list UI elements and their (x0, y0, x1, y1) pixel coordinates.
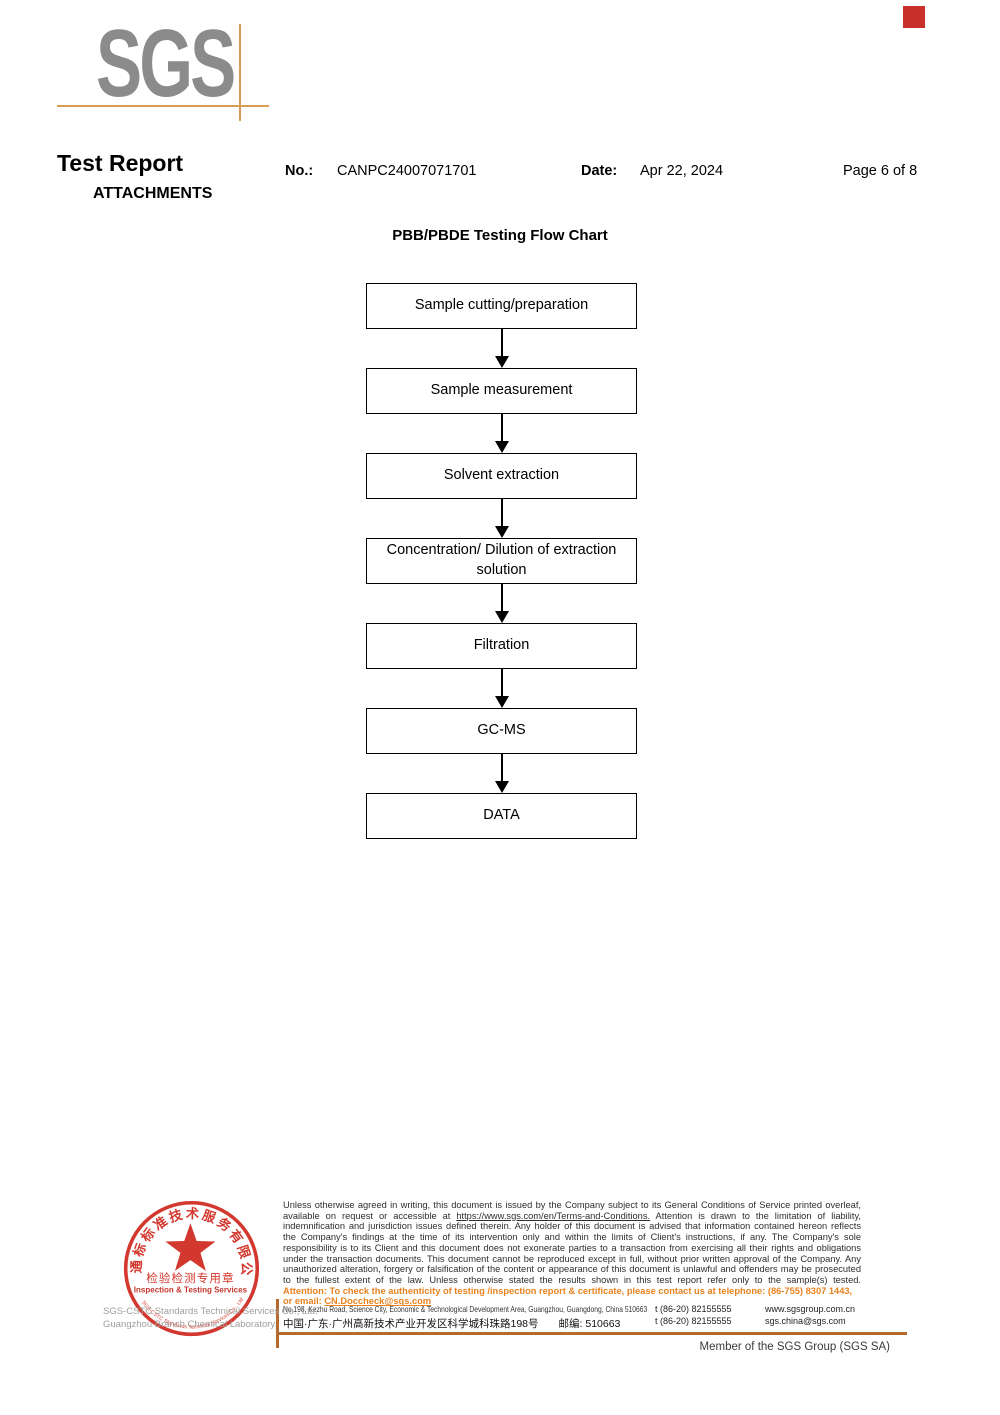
email-link[interactable]: sgs.china@sgs.com (765, 1316, 846, 1326)
date-value: Apr 22, 2024 (640, 163, 724, 179)
logo-crosshair-horizontal-line (57, 105, 269, 107)
legal-line2-post: Attention is drawn to the limitation of … (650, 1210, 861, 1221)
date-label: Date: (581, 163, 618, 179)
stamp-company-line2: Guangzhou Branch Chemical Laboratory. (103, 1319, 278, 1330)
attachments-label: ATTACHMENTS (93, 185, 213, 202)
flow-arrow-icon (494, 669, 509, 708)
page-number: Page 6 of 8 (843, 163, 918, 179)
website-link[interactable]: www.sgsgroup.com.cn (765, 1304, 856, 1314)
legal-line: unauthorized alteration, forgery or fals… (283, 1264, 861, 1275)
star-icon (165, 1223, 216, 1271)
flow-arrow-icon (494, 584, 509, 623)
terms-and-conditions-link[interactable]: https://www.sgs.com/en/Terms-and-Conditi… (456, 1210, 651, 1221)
stamp-seal-text-en: Inspection & Testing Services (134, 1286, 248, 1295)
flow-step-box: DATA (366, 793, 637, 839)
phone-number-1: t (86-20) 82155555 (655, 1304, 732, 1314)
flow-arrow-icon (494, 329, 509, 368)
flow-step-box: Concentration/ Dilution of extraction so… (366, 538, 637, 584)
stamp-company-line1: SGS-CSTC Standards Technical Services Co… (103, 1306, 318, 1317)
attention-line2: or email: CN.Doccheck@sgs.com (283, 1296, 861, 1307)
footer-horizontal-line (277, 1332, 907, 1335)
address-cn: 中国·广东·广州高新技术产业开发区科学城科珠路198号 邮编: 510663 (283, 1316, 620, 1331)
flow-arrow-icon (494, 414, 509, 453)
inspection-stamp-seal: 通标标准技术服务有限公司广州分公司 检验检测专用章 Inspection & T… (122, 1198, 260, 1337)
legal-disclaimer: Unless otherwise agreed in writing, this… (283, 1200, 861, 1307)
flow-step-box: Filtration (366, 623, 637, 669)
attention-line1: Attention: To check the authenticity of … (283, 1285, 853, 1296)
flow-arrow-icon (494, 754, 509, 793)
report-no-value: CANPC24007071701 (337, 163, 477, 179)
stamp-company-name: SGS-CSTC Standards Technical Services Co… (103, 1305, 318, 1331)
flow-step-box: Sample cutting/preparation (366, 283, 637, 329)
flow-step-box: Solvent extraction (366, 453, 637, 499)
member-text: Member of the SGS Group (SGS SA) (699, 1341, 890, 1353)
flow-step-box: GC-MS (366, 708, 637, 754)
flow-step-box: Sample measurement (366, 368, 637, 414)
legal-line: Unless otherwise agreed in writing, this… (283, 1200, 861, 1210)
legal-line2-pre: available on request or accessible at (283, 1210, 457, 1221)
red-corner-mark (903, 6, 925, 28)
stamp-circle (123, 1200, 260, 1337)
logo-crosshair-vertical-line (239, 24, 241, 121)
address-cn-text: 中国·广东·广州高新技术产业开发区科学城科珠路198号 (283, 1318, 539, 1330)
doccheck-email-link[interactable]: CN.Doccheck@sgs.com (324, 1296, 432, 1307)
stamp-seal-text-cn: 检验检测专用章 (146, 1271, 234, 1285)
sgs-logo: SGS (96, 10, 236, 117)
legal-line: under the transaction documents. This do… (283, 1253, 861, 1264)
report-no-label: No.: (285, 163, 314, 179)
legal-line: available on request or accessible at ht… (283, 1211, 861, 1222)
legal-line: indemnification and jurisdiction issues … (283, 1221, 861, 1232)
flowchart-title: PBB/PBDE Testing Flow Chart (392, 227, 608, 244)
postcode: 邮编: 510663 (558, 1318, 621, 1330)
legal-line: responsibility is to its Client and this… (283, 1242, 861, 1253)
address-en: No.198, Kezhu Road, Science City, Econom… (283, 1304, 648, 1314)
legal-line: to the fullest extent of the law. Unless… (283, 1274, 861, 1285)
phone-number-2: t (86-20) 82155555 (655, 1316, 732, 1326)
attention-email-prefix: or email: (283, 1296, 325, 1307)
legal-lines-mid: indemnification and jurisdiction issues … (283, 1221, 861, 1275)
legal-line: the Company's findings at the time of it… (283, 1232, 861, 1243)
flow-arrow-icon (494, 499, 509, 538)
page-title: Test Report (57, 150, 184, 176)
footer-vertical-line (276, 1299, 279, 1348)
